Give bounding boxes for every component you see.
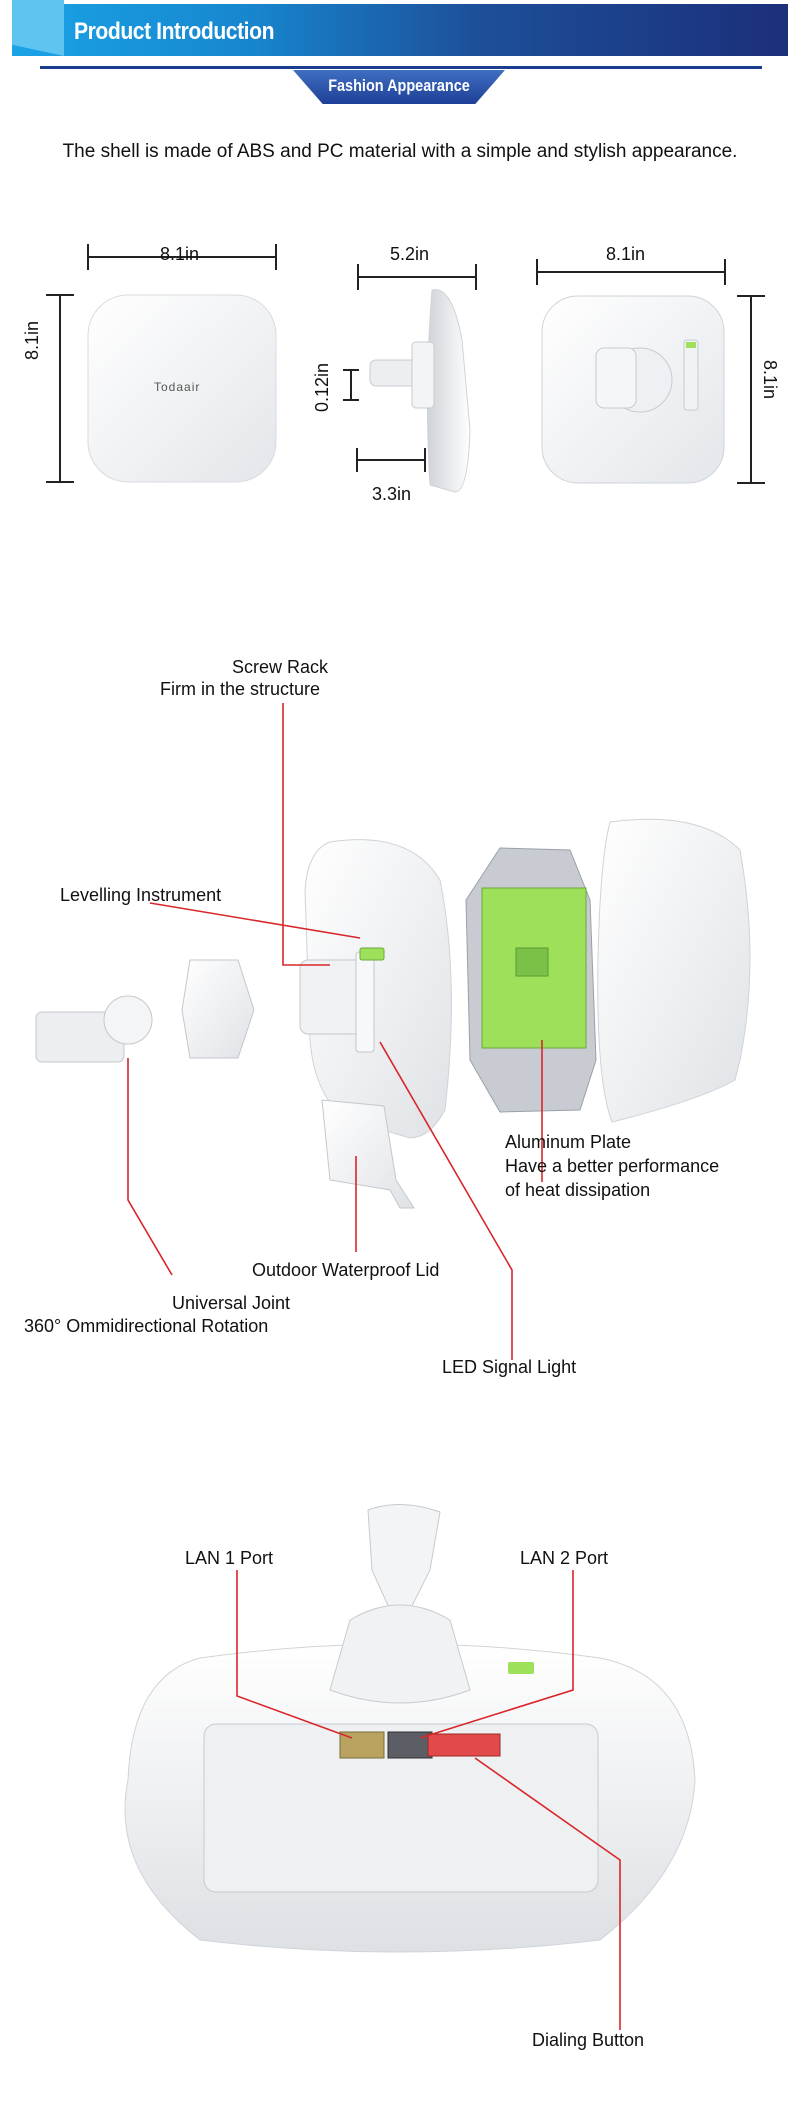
screw-rack-desc: Firm in the structure: [160, 679, 321, 699]
dialing-label: Dialing Button: [532, 2030, 645, 2050]
brand-logo: Todaair: [154, 380, 201, 394]
mount-ring-part: [181, 959, 255, 1059]
aluminum-title: Aluminum Plate: [505, 1132, 632, 1152]
level-indicator: [508, 1662, 534, 1674]
front-height-label: 8.1in: [22, 320, 42, 360]
universal-joint-title: Universal Joint: [172, 1293, 291, 1313]
lan2-label: LAN 2 Port: [520, 1548, 609, 1568]
port-callout-lines: [236, 1570, 621, 2030]
mount-top: [367, 1503, 441, 1611]
levelling-label: Levelling Instrument: [60, 885, 222, 905]
led-label: LED Signal Light: [442, 1357, 577, 1377]
back-view: [536, 259, 765, 484]
dimension-drawings: [46, 244, 765, 493]
side-mount-label: 0.12in: [312, 362, 332, 412]
section-tab: Fashion Appearance: [293, 70, 505, 104]
universal-joint-part: [35, 995, 153, 1063]
side-view: [343, 264, 477, 493]
aluminum-plate-part: [465, 847, 597, 1113]
back-height-label: 8.1in: [760, 360, 780, 400]
side-mount-depth-label: 3.3in: [372, 484, 412, 504]
universal-joint-desc: 360° Ommidirectional Rotation: [24, 1316, 269, 1336]
main-housing: [299, 839, 452, 1139]
section-tab-label: Fashion Appearance: [328, 76, 470, 95]
waterproof-lid-part: [321, 1099, 415, 1209]
exploded-view: [35, 703, 751, 1360]
aluminum-desc-1: Have a better performance: [505, 1156, 720, 1176]
waterproof-lid-label: Outdoor Waterproof Lid: [252, 1260, 440, 1280]
screw-rack-title: Screw Rack: [232, 657, 329, 677]
callout-lines: [127, 703, 543, 1360]
dialing-switch: [427, 1733, 501, 1757]
lan1-label: LAN 1 Port: [185, 1548, 274, 1568]
aluminum-desc-2: of heat dissipation: [505, 1180, 651, 1200]
back-cover-part: [597, 818, 751, 1123]
back-width-label: 8.1in: [606, 244, 646, 264]
page-title: Product Introduction: [74, 18, 275, 45]
front-view: [46, 244, 277, 483]
mount-base: [329, 1604, 471, 1704]
header-banner: [12, 4, 788, 56]
header-divider: [40, 66, 762, 69]
side-depth-label: 5.2in: [390, 244, 430, 264]
front-width-label: 8.1in: [160, 244, 200, 264]
ports-view: [124, 1503, 696, 2030]
intro-text: The shell is made of ABS and PC material…: [62, 141, 738, 162]
port-well: [203, 1723, 599, 1893]
